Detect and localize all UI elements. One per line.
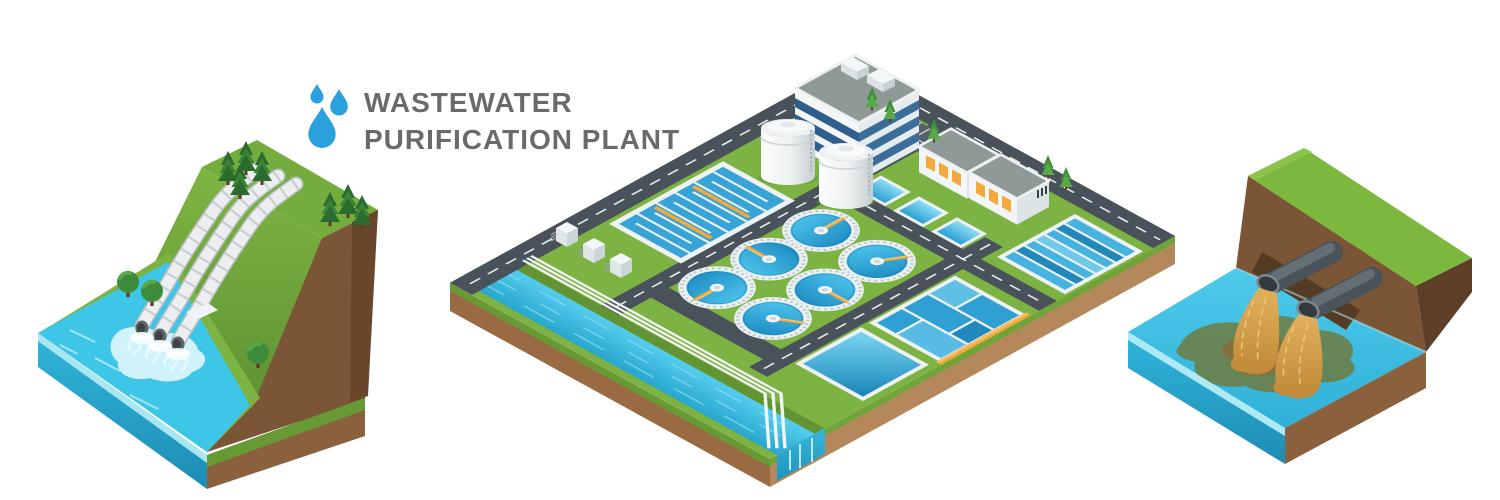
- right-side-earth-face: [1416, 258, 1472, 352]
- hill-pipe: [136, 168, 261, 336]
- canal-waterfall: [777, 428, 825, 481]
- storage-tank: [815, 142, 877, 210]
- conifer-tree: [1041, 155, 1055, 179]
- clean-discharge-scene: [38, 140, 378, 489]
- water-sparkles: [59, 329, 159, 410]
- discharge-pipes: [1256, 241, 1383, 321]
- dirty-stream: [1230, 288, 1280, 375]
- title-line1: WASTEWATER: [364, 87, 573, 118]
- embankment-grass-top: [1248, 148, 1472, 286]
- hill-pipe: [172, 184, 297, 352]
- serpentine-basin: [609, 161, 795, 264]
- canal-streaks: [473, 266, 800, 441]
- polluted-discharge-scene: [1128, 148, 1472, 464]
- discharge-pipe: [1256, 241, 1343, 295]
- walkway: [691, 185, 751, 219]
- grass-bevel: [1248, 148, 1312, 180]
- conifer-tree: [1059, 167, 1073, 191]
- water-front-light-band: [1128, 332, 1285, 436]
- dirty-water-streams: [1230, 288, 1323, 399]
- hill-pipes: [136, 168, 297, 352]
- road-markings: [465, 67, 1161, 369]
- warehouse-buildings: [917, 127, 1051, 226]
- plant-left-grass-lip: [450, 283, 770, 467]
- serpentine-channels: [634, 171, 769, 254]
- compartment-basin: [869, 275, 1031, 365]
- treatment-plant-scene: [450, 53, 1175, 487]
- storage-tanks: [758, 119, 877, 210]
- storage-tank: [758, 119, 818, 185]
- canal-pipes: [521, 255, 787, 449]
- hill-slope: [150, 167, 322, 408]
- effluent-pool: [795, 327, 929, 402]
- water-front-light-band: [38, 333, 207, 463]
- hill-pipe: [154, 176, 279, 344]
- discharge-pipe: [1296, 267, 1383, 321]
- walkway: [936, 312, 1031, 365]
- walkway: [653, 206, 713, 240]
- hill-cliff-shadow: [350, 210, 378, 402]
- square-pool: [893, 196, 949, 228]
- page-title: WASTEWATER PURIFICATION PLANT: [308, 84, 680, 155]
- lane-basin: [997, 214, 1143, 295]
- bottom-right-earth-face: [1285, 352, 1426, 464]
- water-front-face: [38, 341, 207, 489]
- title-line2: PURIFICATION PLANT: [364, 124, 680, 155]
- sluice-gate: [186, 303, 218, 320]
- dirty-stream: [1273, 314, 1323, 399]
- rooftop-unit: [841, 57, 869, 80]
- plant-right-grass-lip: [770, 236, 1175, 466]
- water-front-face: [1128, 340, 1285, 464]
- front-grass-strip: [207, 398, 365, 467]
- square-pool: [931, 217, 987, 249]
- canal-bank: [495, 252, 825, 435]
- water-drops-icon: [308, 84, 348, 148]
